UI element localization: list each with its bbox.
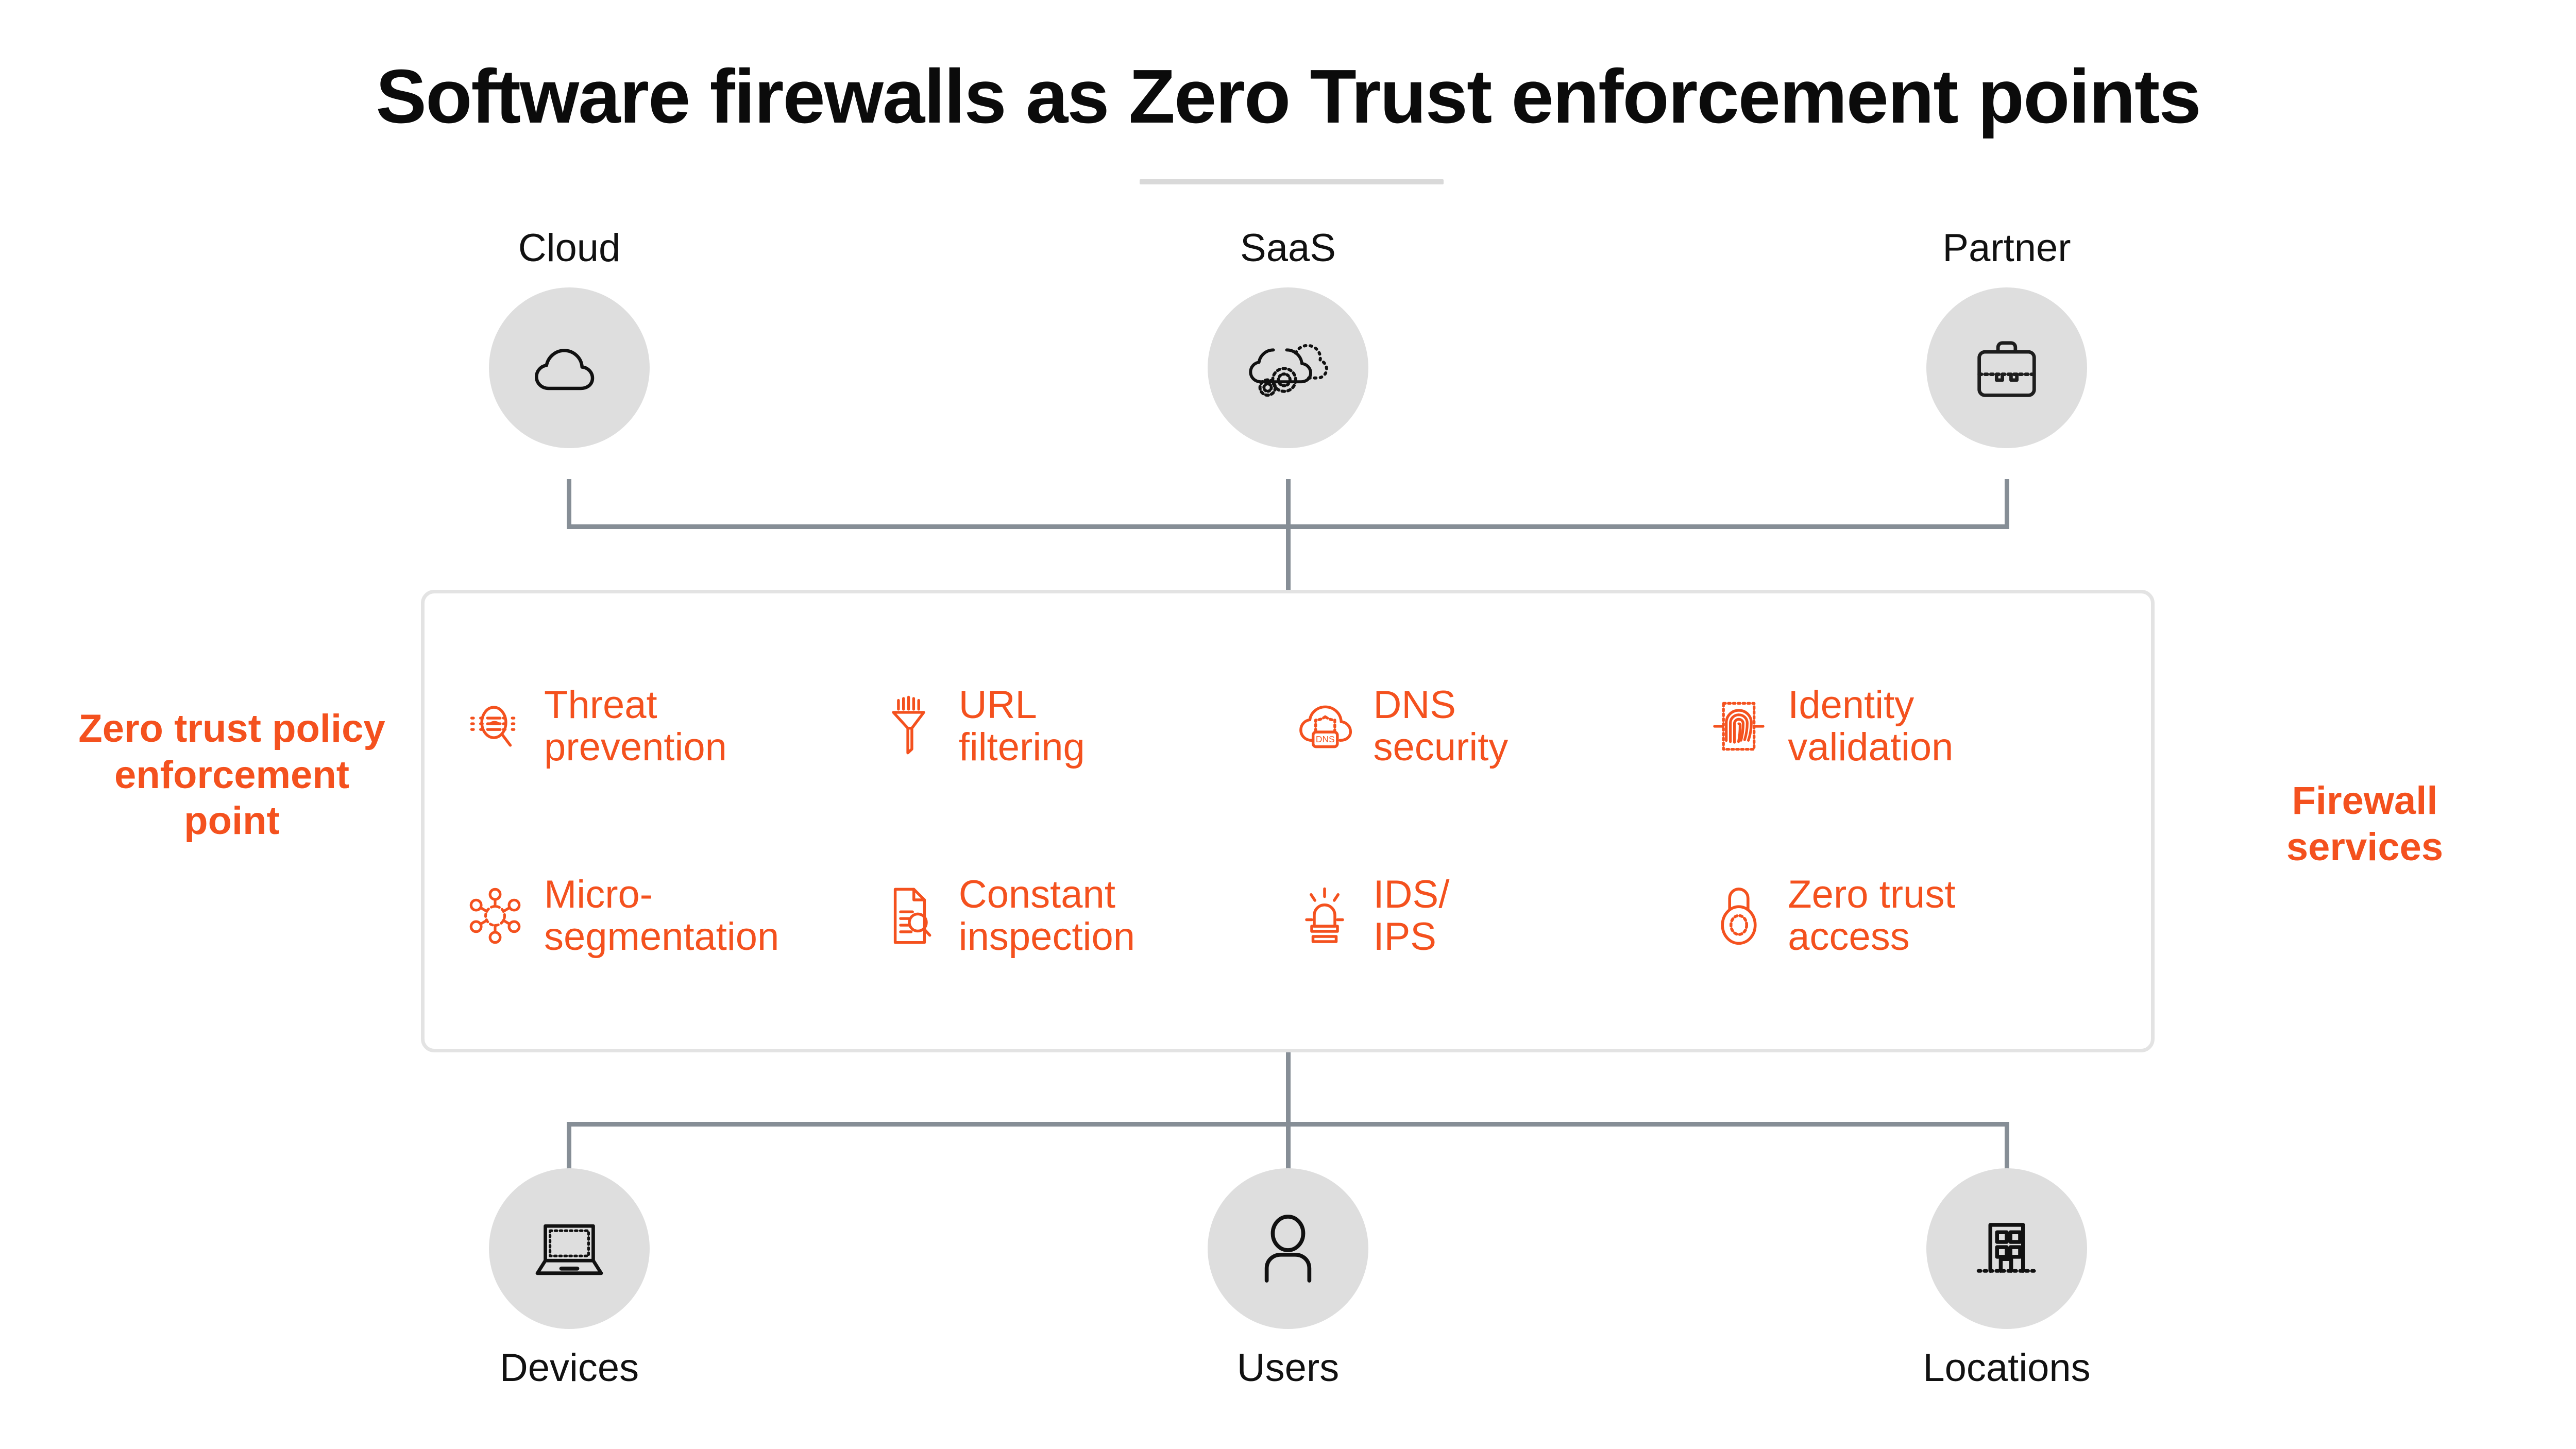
service-threat-prevention[interactable]: Threat prevention bbox=[462, 632, 876, 821]
document-search-icon bbox=[876, 882, 943, 949]
node-partner-label: Partner bbox=[1942, 226, 2071, 270]
page-title: Software firewalls as Zero Trust enforce… bbox=[376, 54, 2201, 139]
node-partner-circle bbox=[1926, 287, 2087, 448]
top-riser-saas bbox=[1286, 479, 1291, 592]
title-underline-rule bbox=[1140, 179, 1444, 184]
person-icon bbox=[1255, 1210, 1321, 1287]
left-caption-zero-trust-policy-enforcement-point: Zero trust policy enforcement point bbox=[78, 707, 385, 843]
firewall-services-grid: Threat prevention URL filtering bbox=[425, 593, 2151, 1049]
node-saas[interactable]: SaaS bbox=[1128, 227, 1448, 448]
top-riser-partner bbox=[2005, 479, 2009, 526]
service-micro-segmentation-label: Micro- segmentation bbox=[544, 872, 779, 959]
padlock-icon bbox=[1705, 882, 1772, 949]
service-micro-segmentation[interactable]: Micro- segmentation bbox=[462, 821, 876, 1011]
service-ids-ips[interactable]: IDS/ IPS bbox=[1291, 821, 1706, 1011]
saas-cloud-gears-icon bbox=[1242, 332, 1334, 403]
node-partner[interactable]: Partner bbox=[1847, 227, 2166, 448]
node-devices-circle bbox=[489, 1168, 650, 1329]
service-identity-validation-label: Identity validation bbox=[1788, 683, 1954, 769]
briefcase-icon bbox=[1969, 330, 2044, 405]
node-devices-label: Devices bbox=[499, 1346, 639, 1390]
service-zero-trust-access[interactable]: Zero trust access bbox=[1705, 821, 2120, 1011]
node-users[interactable]: Users bbox=[1128, 1168, 1448, 1390]
bottom-riser-devices bbox=[567, 1122, 571, 1171]
bottom-riser-from-box bbox=[1286, 1052, 1291, 1124]
dns-cloud-shield-icon: DNS bbox=[1291, 693, 1358, 760]
service-zero-trust-access-label: Zero trust access bbox=[1788, 872, 1956, 959]
service-dns-security-label: DNS security bbox=[1373, 683, 1509, 769]
service-url-filtering-label: URL filtering bbox=[958, 683, 1085, 769]
alarm-beacon-icon bbox=[1291, 882, 1358, 949]
micro-segmentation-icon bbox=[462, 882, 529, 949]
service-threat-prevention-label: Threat prevention bbox=[544, 683, 727, 769]
zero-trust-enforcement-box: Threat prevention URL filtering bbox=[421, 590, 2155, 1052]
node-locations-label: Locations bbox=[1923, 1346, 2091, 1390]
service-url-filtering[interactable]: URL filtering bbox=[876, 632, 1291, 821]
node-cloud[interactable]: Cloud bbox=[410, 227, 729, 448]
service-constant-inspection-label: Constant inspection bbox=[958, 872, 1135, 959]
node-cloud-circle bbox=[489, 287, 650, 448]
node-locations-circle bbox=[1926, 1168, 2087, 1329]
node-users-circle bbox=[1208, 1168, 1368, 1329]
bottom-riser-locations bbox=[2005, 1122, 2009, 1171]
cloud-icon bbox=[528, 334, 611, 401]
laptop-icon bbox=[528, 1215, 611, 1282]
funnel-icon bbox=[876, 693, 943, 760]
node-users-label: Users bbox=[1236, 1346, 1340, 1390]
dns-badge-text: DNS bbox=[1315, 734, 1334, 744]
node-locations[interactable]: Locations bbox=[1847, 1168, 2166, 1390]
fingerprint-scan-icon bbox=[1705, 693, 1772, 760]
service-dns-security[interactable]: DNS DNS security bbox=[1291, 632, 1706, 821]
service-identity-validation[interactable]: Identity validation bbox=[1705, 632, 2120, 821]
node-saas-label: SaaS bbox=[1240, 226, 1336, 270]
node-saas-circle bbox=[1208, 287, 1368, 448]
service-ids-ips-label: IDS/ IPS bbox=[1373, 872, 1450, 959]
building-icon bbox=[1968, 1213, 2045, 1285]
threat-scan-icon bbox=[462, 693, 529, 760]
bottom-riser-users bbox=[1286, 1122, 1291, 1171]
node-devices[interactable]: Devices bbox=[410, 1168, 729, 1390]
top-riser-cloud bbox=[567, 479, 571, 526]
node-cloud-label: Cloud bbox=[518, 226, 621, 270]
service-constant-inspection[interactable]: Constant inspection bbox=[876, 821, 1291, 1011]
right-caption-firewall-services: Firewall services bbox=[2286, 779, 2444, 869]
